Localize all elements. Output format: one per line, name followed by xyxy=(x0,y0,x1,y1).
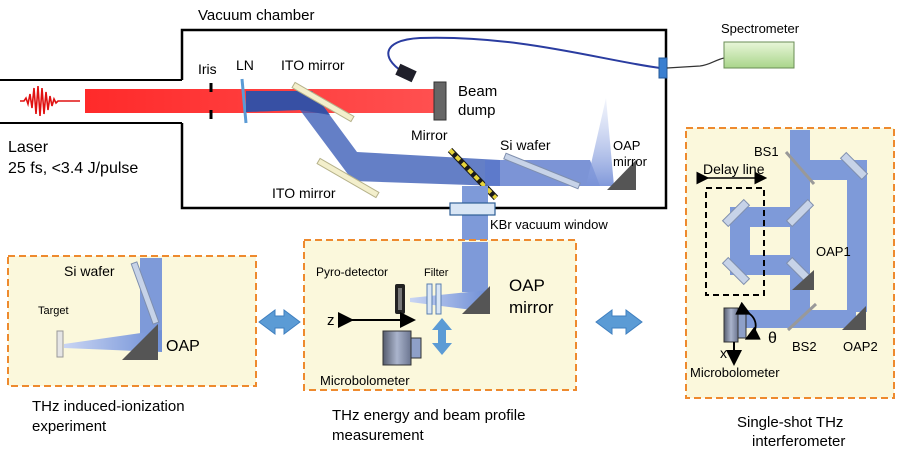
ito-mirror-top xyxy=(291,81,355,123)
ito-mirror-top-label: ITO mirror xyxy=(281,57,345,73)
left-oap xyxy=(122,324,158,360)
theta-arc xyxy=(735,301,761,340)
panel-left-frame xyxy=(7,255,257,387)
oap-label-2: mirror xyxy=(613,154,648,169)
target xyxy=(56,330,64,358)
chamber-wall xyxy=(180,28,668,210)
vacuum-chamber xyxy=(0,28,795,286)
theta-label: θ xyxy=(768,330,777,347)
beam-dump-label-2: dump xyxy=(458,102,496,119)
ito-mirror-bottom-label: ITO mirror xyxy=(272,185,336,201)
middle-caption-1: THz energy and beam profile xyxy=(332,407,525,424)
delay-mirror-top xyxy=(721,198,751,228)
mirror-mid xyxy=(785,198,815,228)
right-caption-2: interferometer xyxy=(752,433,845,450)
delay-mirror-bottom xyxy=(721,256,751,286)
oap2-label: OAP2 xyxy=(843,339,878,354)
laser-label-1: Laser xyxy=(8,139,49,156)
oap-label-1: OAP xyxy=(613,138,640,153)
target-label: Target xyxy=(38,305,69,317)
left-caption-1: THz induced-ionization xyxy=(32,398,185,415)
filter-label: Filter xyxy=(424,267,449,279)
filter-1 xyxy=(426,283,433,315)
bs2 xyxy=(786,302,818,332)
middle-oap-label-2: mirror xyxy=(509,298,554,317)
oap-mirror xyxy=(607,160,636,190)
ln-label: LN xyxy=(236,57,254,73)
thz-fan xyxy=(586,98,614,186)
oap1-label: OAP1 xyxy=(816,244,851,259)
left-oap-label: OAP xyxy=(166,338,200,355)
panel-energy-profile xyxy=(303,239,577,391)
spectrometer-label: Spectrometer xyxy=(721,21,800,36)
vertical-double-arrow xyxy=(432,318,452,355)
si-wafer-label: Si wafer xyxy=(500,137,551,153)
double-arrow-right xyxy=(595,309,643,335)
delay-line-label: Delay line xyxy=(703,161,765,177)
fiber-collimator xyxy=(395,63,417,83)
ln-crystal xyxy=(240,78,248,124)
kbr-window-label: KBr vacuum window xyxy=(490,217,608,232)
thz-beam-path xyxy=(246,91,500,186)
panel-thz-ionization xyxy=(7,255,257,387)
pyro-detector-label: Pyro-detector xyxy=(316,265,388,279)
spectrometer xyxy=(723,41,795,69)
bs1-label: BS1 xyxy=(754,144,779,159)
bs1 xyxy=(784,151,816,185)
right-caption-1: Single-shot THz xyxy=(737,414,843,431)
fiber-port xyxy=(658,57,668,79)
delay-line-box xyxy=(705,187,765,296)
mirror-top-right xyxy=(839,151,869,181)
oap1 xyxy=(792,270,814,290)
oap2 xyxy=(842,306,866,330)
middle-focus-beam xyxy=(410,290,488,312)
ito-mirror-bottom xyxy=(316,157,380,199)
iris-label: Iris xyxy=(198,61,217,77)
chamber-title: Vacuum chamber xyxy=(198,7,314,24)
double-arrow-left xyxy=(258,309,301,335)
middle-microbolometer-label: Microbolometer xyxy=(320,373,410,388)
kbr-window xyxy=(449,202,496,216)
left-si-wafer-label: Si wafer xyxy=(64,263,115,279)
fiber-cable xyxy=(387,36,661,76)
z-axis-label: z xyxy=(327,312,335,329)
beam-dump xyxy=(433,81,447,121)
middle-oap-label-1: OAP xyxy=(509,276,545,295)
right-microbolometer-label: Microbolometer xyxy=(690,365,780,380)
right-microbolometer xyxy=(723,307,739,343)
left-caption-2: experiment xyxy=(32,418,107,435)
beam-dump-label-1: Beam xyxy=(458,83,497,100)
laser-pulse-icon xyxy=(20,85,80,117)
middle-caption-2: measurement xyxy=(332,427,425,444)
si-wafer xyxy=(503,152,581,190)
x-axis-label: x xyxy=(720,345,727,361)
middle-oap xyxy=(462,286,490,314)
middle-microbolometer xyxy=(382,330,412,366)
laser-label-2: 25 fs, <3.4 J/pulse xyxy=(8,160,138,177)
mirror-label: Mirror xyxy=(411,127,448,143)
filter-2 xyxy=(435,283,442,315)
panel-interferometer xyxy=(685,127,895,399)
left-si-wafer xyxy=(130,261,160,325)
bs2-label: BS2 xyxy=(792,339,817,354)
